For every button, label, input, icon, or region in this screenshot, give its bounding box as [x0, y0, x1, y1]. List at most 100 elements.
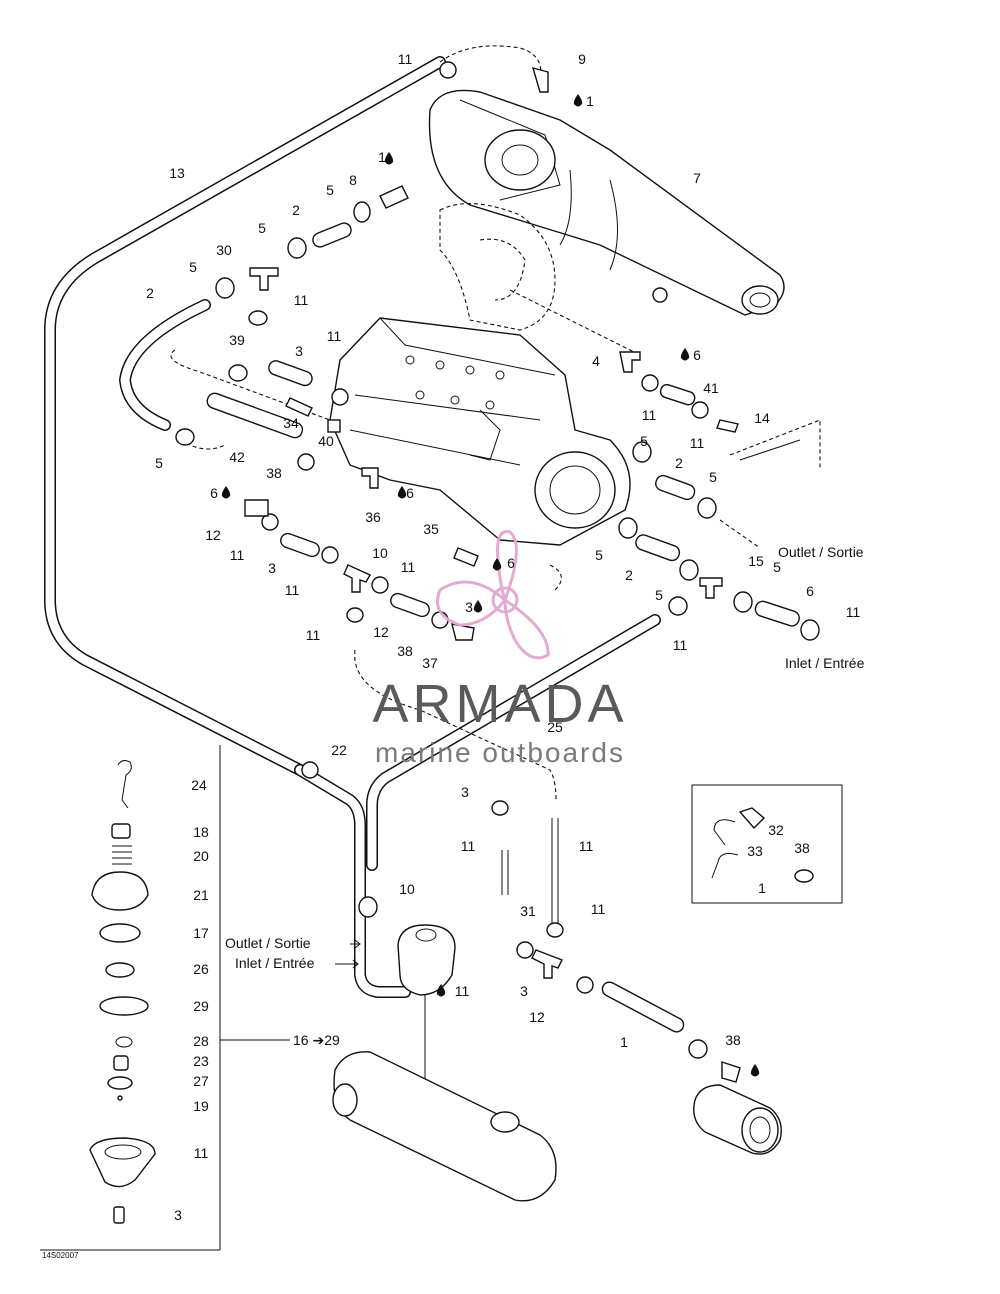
clamps [175, 61, 820, 1059]
callout-5: 5 [155, 455, 163, 471]
callout-11: 11 [401, 559, 416, 575]
callout-14: 14 [754, 410, 770, 426]
callout-11: 11 [461, 838, 476, 854]
callout-26: 26 [193, 961, 209, 977]
callout-5: 5 [326, 182, 334, 198]
callout-8: 8 [349, 172, 357, 188]
engine-block [329, 317, 631, 546]
callout-5: 5 [258, 220, 266, 236]
callout-32: 32 [768, 822, 784, 838]
callout-3: 3 [295, 343, 303, 359]
drop-icon [436, 984, 446, 997]
hose-to-tank [294, 764, 411, 998]
callout-11: 11 [398, 51, 413, 67]
callout-11: 11 [306, 627, 321, 643]
callout-11: 11 [642, 407, 657, 423]
hose-37 [366, 614, 661, 871]
filter-canister [693, 1084, 782, 1155]
callout-10: 10 [372, 545, 388, 561]
watermark: ARMADA marine outboards [372, 530, 627, 768]
callout-37: 37 [422, 655, 438, 671]
dashed-route-4 [509, 289, 641, 356]
callout-5: 5 [709, 469, 717, 485]
callout-2: 2 [625, 567, 633, 583]
callout-31: 31 [520, 903, 536, 919]
drop-icon [384, 152, 394, 165]
callout-25: 25 [547, 719, 563, 735]
callout-1: 1 [620, 1034, 628, 1050]
callout-11: 11 [194, 1145, 209, 1161]
callout-11: 11 [327, 328, 342, 344]
callout-28: 28 [193, 1033, 209, 1049]
callout-13: 13 [169, 165, 185, 181]
callout-11: 11 [455, 983, 470, 999]
callout-1: 1 [586, 93, 594, 109]
fittings [244, 67, 741, 1083]
cap-components [89, 760, 156, 1224]
callout-6: 6 [210, 485, 218, 501]
callout-24: 24 [191, 777, 207, 793]
callout-5: 5 [189, 259, 197, 275]
drop-icon [473, 600, 483, 613]
callout-5: 5 [640, 433, 648, 449]
callout-1: 1 [378, 149, 386, 165]
callout-36: 36 [365, 509, 381, 525]
callout-11: 11 [673, 637, 688, 653]
callout-6: 6 [406, 485, 414, 501]
callout-12: 12 [373, 624, 389, 640]
callout-33: 33 [747, 843, 763, 859]
drop-icon [492, 558, 502, 571]
callout-10: 10 [399, 881, 415, 897]
callout-2: 2 [146, 285, 154, 301]
drop-icon [221, 486, 231, 499]
callout-1: 1 [758, 880, 766, 896]
callout-39: 39 [229, 332, 245, 348]
callout-5: 5 [773, 559, 781, 575]
callout-3: 3 [268, 560, 276, 576]
callout-6: 6 [806, 583, 814, 599]
caption-inlet-left: Inlet / Entrée [235, 955, 315, 971]
drop-icon [573, 94, 583, 107]
callout-38: 38 [794, 840, 810, 856]
callout-29: 29 [193, 998, 209, 1014]
drop-icon [750, 1064, 760, 1077]
callout-3: 3 [461, 784, 469, 800]
callout-38: 38 [397, 643, 413, 659]
callout-18: 18 [193, 824, 209, 840]
callout-20: 20 [193, 848, 209, 864]
reservoir [397, 924, 456, 1080]
callout-17: 17 [193, 925, 209, 941]
bracket-line [739, 439, 801, 461]
callout-40: 40 [318, 433, 334, 449]
watermark-brand: ARMADA [372, 674, 627, 734]
callout-11: 11 [230, 547, 245, 563]
callout-4: 4 [592, 353, 600, 369]
hose-13 [44, 56, 446, 776]
callout-27: 27 [193, 1073, 209, 1089]
callout-9: 9 [578, 51, 586, 67]
callout-6: 6 [507, 555, 515, 571]
callout-11: 11 [285, 582, 300, 598]
callout-35: 35 [423, 521, 439, 537]
callout-23: 23 [193, 1053, 209, 1069]
callout-5: 5 [595, 547, 603, 563]
callout-7: 7 [693, 170, 701, 186]
tank [332, 1051, 557, 1202]
callout-19: 19 [193, 1098, 209, 1114]
drop-icon [397, 486, 407, 499]
bracket-dashed [729, 419, 821, 470]
callout-6: 6 [693, 347, 701, 363]
propeller-logo [436, 530, 550, 660]
exhaust-pipe-dashed [439, 203, 556, 331]
inset-parts [711, 807, 814, 883]
callout-21: 21 [193, 887, 209, 903]
callout-3: 3 [174, 1207, 182, 1223]
caption-inlet-right: Inlet / Entrée [785, 655, 865, 671]
flow-arrow [350, 939, 361, 949]
callout-11: 11 [579, 838, 594, 854]
caption-outlet-left: Outlet / Sortie [225, 935, 311, 951]
dashed-route-left [170, 349, 331, 421]
